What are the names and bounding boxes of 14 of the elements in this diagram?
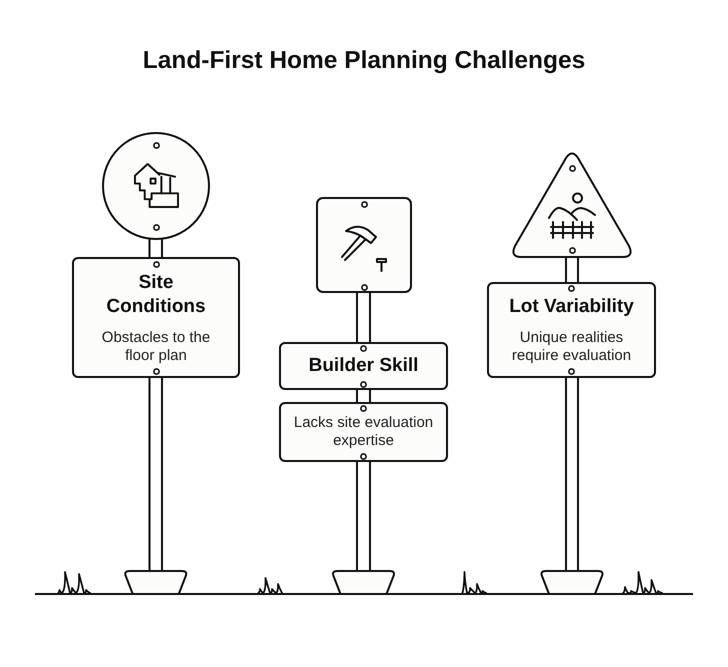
warning-sign (511, 150, 633, 258)
sign-heading: Lot Variability (509, 295, 634, 319)
sign-board (72, 257, 240, 378)
sign-heading: Builder Skill (308, 354, 418, 378)
sign-text: Obstacles to the floor plan (100, 328, 212, 364)
sign-board (279, 342, 448, 390)
sign-board (487, 282, 656, 378)
sign-text: Lacks site evaluation expertise (292, 414, 434, 450)
round-sign (102, 132, 210, 240)
title: Land-First Home Planning Challenges (142, 46, 586, 76)
sign-heading: Site Conditions (106, 270, 206, 318)
sign-board (279, 402, 448, 462)
square-sign (316, 197, 412, 293)
sign-text: Unique realities require evaluation (510, 329, 632, 365)
